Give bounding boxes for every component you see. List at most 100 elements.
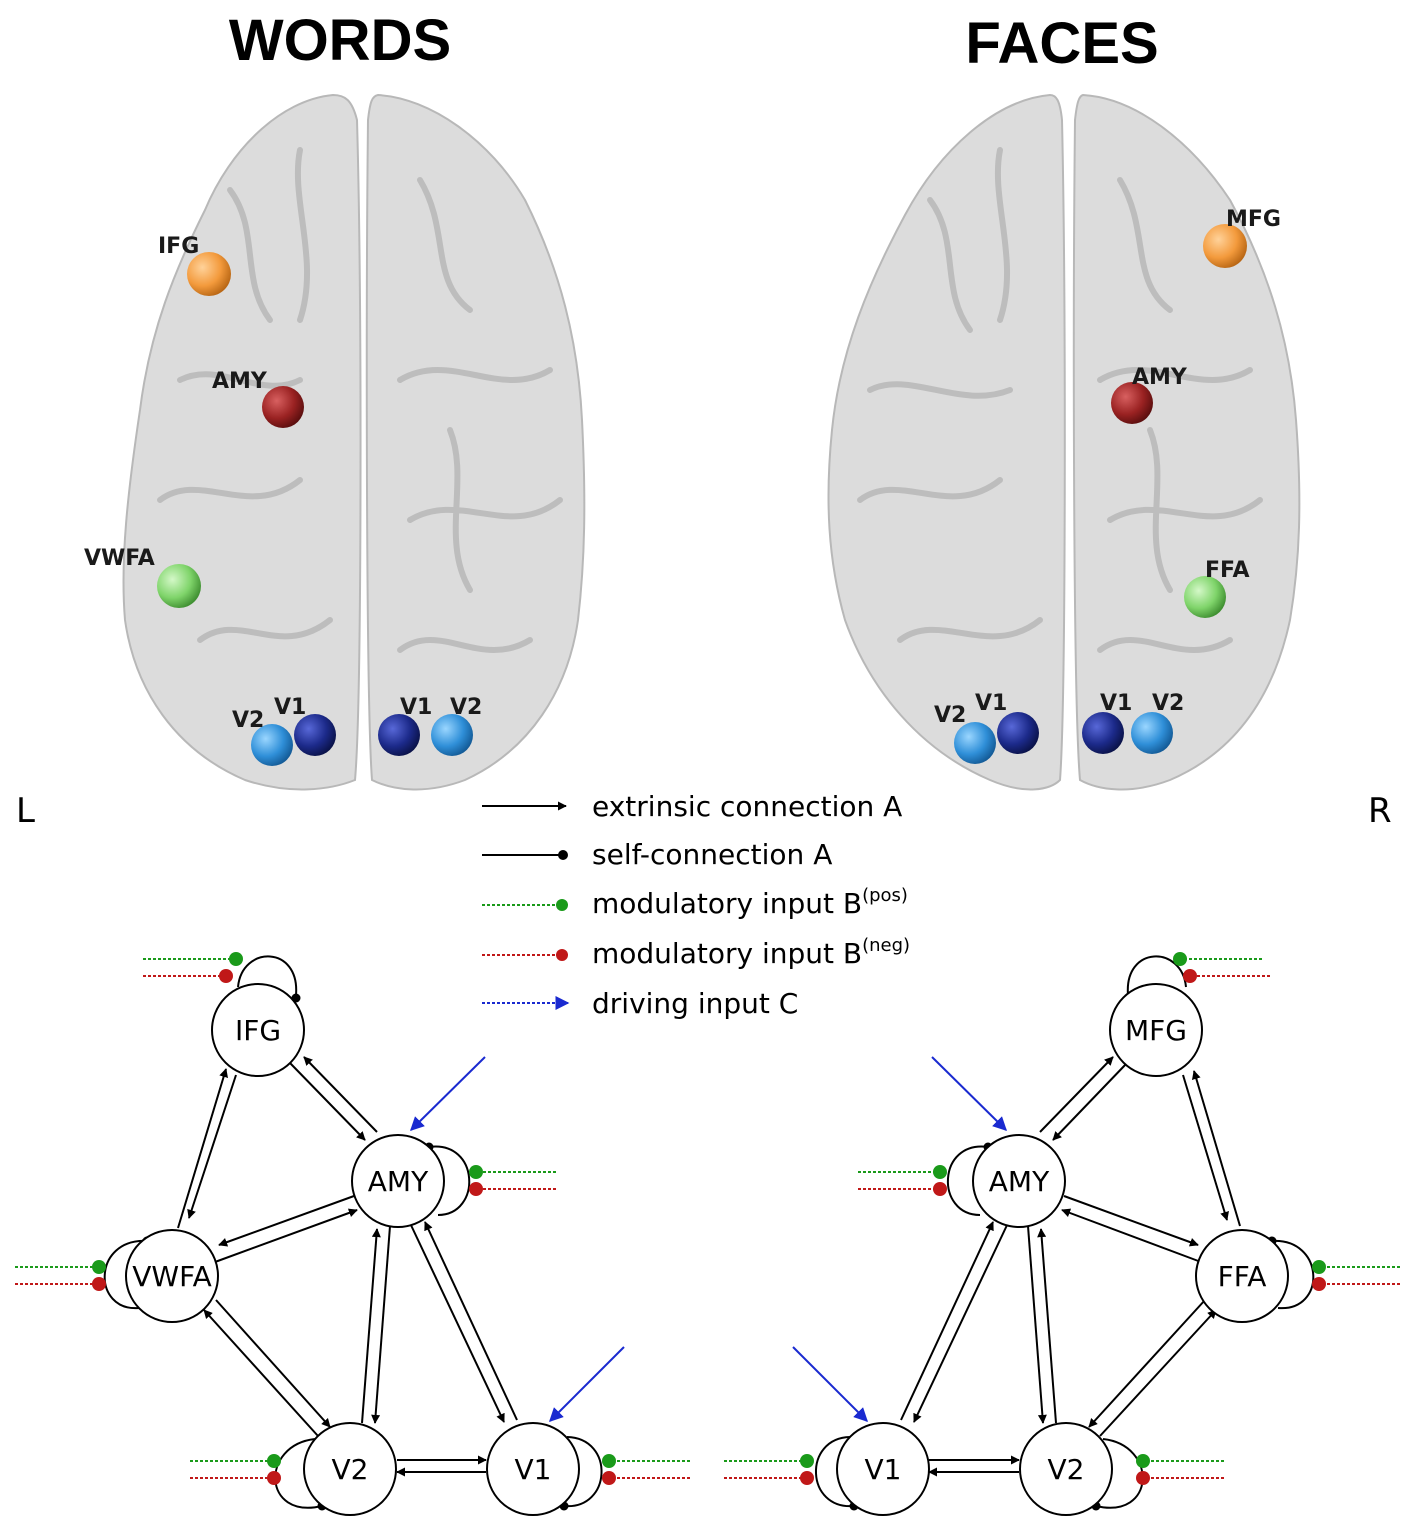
faces-brain-label-v1-right: V1	[1100, 691, 1132, 716]
faces-mod-neg-dot-ffa	[1312, 1277, 1326, 1291]
words-node-ifg	[211, 983, 305, 1077]
words-mod-neg-dot-vwfa	[92, 1277, 106, 1291]
legend: extrinsic connection A self-connection A…	[482, 790, 910, 1020]
words-brain-label-v2-left: V2	[232, 708, 264, 733]
words-v1-right-sphere	[378, 714, 420, 756]
legend-mod-pos-superscript: (pos)	[862, 885, 908, 906]
words-edge-ifg-to-vwfa	[187, 1074, 237, 1219]
legend-mod-neg-text: modulatory input B	[592, 937, 862, 970]
right-orientation-label: R	[1368, 791, 1392, 831]
words-left-hemisphere	[122, 93, 362, 791]
words-brain-label-amy: AMY	[212, 369, 268, 394]
words-node-vwfa	[125, 1229, 219, 1323]
faces-v2-left-sphere	[954, 722, 996, 764]
faces-node-v2	[1019, 1422, 1113, 1516]
faces-node-v1	[836, 1422, 930, 1516]
faces-edge-mfg-to-amy	[1052, 1062, 1128, 1141]
words-node-v2-label: V2	[332, 1453, 369, 1486]
faces-gyri-texture	[857, 147, 1263, 653]
words-brain-label-v2-right: V2	[450, 695, 482, 720]
legend-mod-neg-label: modulatory input B(neg)	[592, 935, 910, 970]
words-node-ifg-label: IFG	[235, 1014, 281, 1047]
words-node-amy-label: AMY	[368, 1165, 429, 1198]
words-node-v1-label: V1	[515, 1453, 552, 1486]
words-mod-neg-dot-v2	[267, 1471, 281, 1485]
faces-brain-label-ffa: FFA	[1205, 558, 1250, 583]
words-brain-label-v1-right: V1	[400, 695, 432, 720]
faces-self-loop-v1	[815, 1436, 855, 1508]
faces-driving-input-v1	[792, 1346, 868, 1422]
faces-driving-input-amy	[931, 1056, 1007, 1131]
words-edge-amy-to-v1	[409, 1222, 505, 1423]
faces-mod-pos-dot-v2	[1136, 1454, 1150, 1468]
faces-mod-pos-dot-amy	[933, 1165, 947, 1179]
faces-network	[815, 955, 1315, 1511]
words-edge-amy-to-ifg	[303, 1056, 378, 1133]
faces-brain-label-amy: AMY	[1132, 365, 1188, 390]
faces-mod-neg-dot-mfg	[1183, 969, 1197, 983]
words-mod-neg-dot-ifg	[219, 969, 233, 983]
faces-node-mfg-label: MFG	[1125, 1014, 1187, 1047]
faces-title: FACES	[965, 11, 1158, 76]
faces-v1-left-sphere	[997, 712, 1039, 754]
words-amy-sphere	[262, 386, 304, 428]
words-right-hemisphere	[365, 93, 586, 791]
words-edge-vwfa-to-ifg	[177, 1068, 228, 1229]
faces-node-amy-label: AMY	[989, 1165, 1050, 1198]
faces-nodes: MFG AMY FFA V1 V2	[836, 983, 1289, 1516]
words-mod-pos-dot-v2	[267, 1454, 281, 1468]
words-mod-pos-dot-ifg	[229, 952, 243, 966]
faces-modulatory-dots	[800, 952, 1326, 1485]
words-brain-label-v1-left: V1	[274, 695, 306, 720]
legend-mod-neg-superscript: (neg)	[862, 935, 910, 956]
words-node-vwfa-label: VWFA	[132, 1260, 212, 1293]
words-self-loop-ifg	[237, 955, 298, 996]
faces-edge-amy-to-v1	[913, 1222, 1009, 1423]
words-ifg-sphere	[187, 252, 231, 296]
faces-edge-mfg-to-ffa	[1182, 1074, 1229, 1221]
words-mod-neg-dot-amy	[469, 1182, 483, 1196]
words-self-loop-v1	[563, 1436, 603, 1508]
faces-edge-ffa-to-amy	[1061, 1208, 1202, 1263]
faces-mfg-sphere	[1203, 224, 1247, 268]
words-edge-amy-to-vwfa	[218, 1195, 355, 1247]
faces-edge-amy-to-mfg	[1039, 1056, 1114, 1133]
legend-driving-label: driving input C	[592, 987, 798, 1020]
words-node-v2	[303, 1422, 397, 1516]
faces-amy-sphere	[1111, 382, 1153, 424]
faces-node-v1-label: V1	[865, 1453, 902, 1486]
words-edge-v2-to-vwfa	[203, 1309, 319, 1437]
faces-node-v2-label: V2	[1048, 1453, 1085, 1486]
words-mod-pos-dot-v1	[602, 1454, 616, 1468]
faces-edge-amy-to-ffa	[1063, 1195, 1199, 1247]
words-mod-neg-dot-v1	[602, 1471, 616, 1485]
faces-mod-pos-dot-mfg	[1173, 952, 1187, 966]
words-v2-right-sphere	[431, 714, 473, 756]
words-v2-left-sphere	[251, 724, 293, 766]
words-edge-v1-to-amy	[424, 1221, 518, 1421]
faces-brain-label-v2-right: V2	[1152, 691, 1184, 716]
words-node-amy	[351, 1134, 445, 1228]
faces-brain-label-v2-left: V2	[934, 703, 966, 728]
faces-mod-pos-dot-ffa	[1312, 1260, 1326, 1274]
faces-brain: MFG AMY FFA V2 V1 V1 V2	[827, 93, 1301, 791]
faces-node-amy	[972, 1134, 1066, 1228]
words-driving-input-amy	[410, 1056, 486, 1131]
faces-mod-neg-dot-v1	[800, 1471, 814, 1485]
words-nodes: IFG AMY VWFA V2 V1	[125, 983, 580, 1516]
faces-self-loop-ffa	[1271, 1239, 1315, 1310]
words-edge-ifg-to-amy	[289, 1062, 366, 1141]
faces-brain-label-v1-left: V1	[975, 691, 1007, 716]
legend-mod-neg-dot	[556, 949, 568, 961]
faces-right-hemisphere	[1072, 93, 1301, 791]
words-self-loop-vwfa	[103, 1239, 148, 1310]
legend-self-dot	[558, 850, 568, 860]
faces-edge-v2-to-ffa	[1099, 1309, 1217, 1437]
faces-self-loop-amy	[947, 1145, 989, 1216]
words-mod-pos-dot-vwfa	[92, 1260, 106, 1274]
words-modulatory-dots	[92, 952, 616, 1485]
faces-node-ffa-label: FFA	[1218, 1260, 1267, 1293]
faces-edge-ffa-to-v2	[1088, 1299, 1206, 1428]
legend-mod-pos-dot	[556, 899, 568, 911]
